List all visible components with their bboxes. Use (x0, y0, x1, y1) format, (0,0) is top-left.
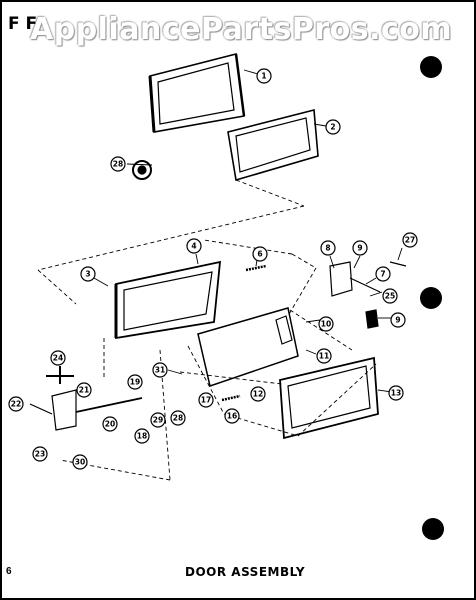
svg-text:28: 28 (113, 160, 123, 169)
svg-text:10: 10 (321, 320, 331, 329)
springs (221, 264, 267, 402)
page-number: 6 (6, 566, 12, 577)
svg-text:7: 7 (380, 270, 385, 279)
callout-marker: 2 (325, 119, 341, 135)
svg-text:28: 28 (173, 414, 183, 423)
watermark: AppliancePartsPros.com (30, 12, 453, 47)
callout-marker: 11 (316, 348, 332, 364)
callout-marker: 7 (375, 266, 391, 282)
svg-text:27: 27 (405, 236, 415, 245)
callout-marker: 9 (390, 312, 406, 328)
callout-marker: 9 (352, 240, 368, 256)
binder-hole-top (420, 56, 442, 78)
callout-marker: 10 (318, 316, 334, 332)
binder-hole-middle (420, 287, 442, 309)
svg-text:11: 11 (319, 352, 329, 361)
svg-text:3: 3 (85, 270, 90, 279)
callout-marker: 25 (382, 288, 398, 304)
svg-text:29: 29 (153, 416, 163, 425)
callout-marker: 28 (110, 156, 126, 172)
callout-marker: 1 (256, 68, 272, 84)
svg-text:23: 23 (35, 450, 45, 459)
callout-marker: 17 (198, 392, 214, 408)
callout-marker: 31 (152, 362, 168, 378)
svg-text:6: 6 (257, 250, 262, 259)
callout-marker: 12 (250, 386, 266, 402)
callout-marker: 24 (50, 350, 66, 366)
svg-text:9: 9 (357, 244, 362, 253)
svg-text:18: 18 (137, 432, 147, 441)
callout-marker: 6 (252, 246, 268, 262)
svg-text:19: 19 (130, 378, 140, 387)
svg-text:21: 21 (79, 386, 89, 395)
callout-marker: 16 (224, 408, 240, 424)
corner-code: F F (8, 14, 38, 34)
svg-text:24: 24 (53, 354, 63, 363)
callout-marker: 4 (186, 238, 202, 254)
callout-marker: 21 (76, 382, 92, 398)
svg-text:2: 2 (330, 123, 335, 132)
svg-text:22: 22 (11, 400, 21, 409)
callout-marker: 3 (80, 266, 96, 282)
callout-marker: 23 (32, 446, 48, 462)
svg-text:8: 8 (325, 244, 330, 253)
part-frame-top (148, 53, 246, 133)
callout-marker: 30 (72, 454, 88, 470)
diagram-title: DOOR ASSEMBLY (185, 565, 306, 579)
part-gasket-frame (227, 108, 319, 182)
binder-hole-bottom (422, 518, 444, 540)
callout-marker: 27 (402, 232, 418, 248)
part-inner-liner (114, 260, 222, 340)
svg-text:25: 25 (385, 292, 395, 301)
callout-marker: 22 (8, 396, 24, 412)
callout-marker: 29 (150, 412, 166, 428)
latch-parts (29, 366, 143, 431)
part-door-panel (197, 307, 299, 387)
svg-text:12: 12 (253, 390, 263, 399)
callout-marker: 20 (102, 416, 118, 432)
svg-text:16: 16 (227, 412, 237, 421)
callout-marker: 18 (134, 428, 150, 444)
svg-text:9: 9 (395, 316, 400, 325)
svg-text:17: 17 (201, 396, 211, 405)
part-knob (132, 160, 152, 180)
svg-text:31: 31 (155, 366, 165, 375)
svg-text:4: 4 (191, 242, 196, 251)
callout-marker: 28 (170, 410, 186, 426)
hinge-parts (329, 261, 407, 329)
callout-marker: 13 (388, 385, 404, 401)
callout-marker: 19 (127, 374, 143, 390)
callout: 1 (261, 72, 266, 81)
svg-text:13: 13 (391, 389, 401, 398)
svg-text:20: 20 (105, 420, 115, 429)
svg-text:30: 30 (75, 458, 85, 467)
part-outer-frame (279, 356, 379, 440)
callout-marker: 8 (320, 240, 336, 256)
callout-numbers: 1 2 28 4 6 3 8 9 27 7 25 9 10 11 31 13 2… (8, 68, 418, 470)
